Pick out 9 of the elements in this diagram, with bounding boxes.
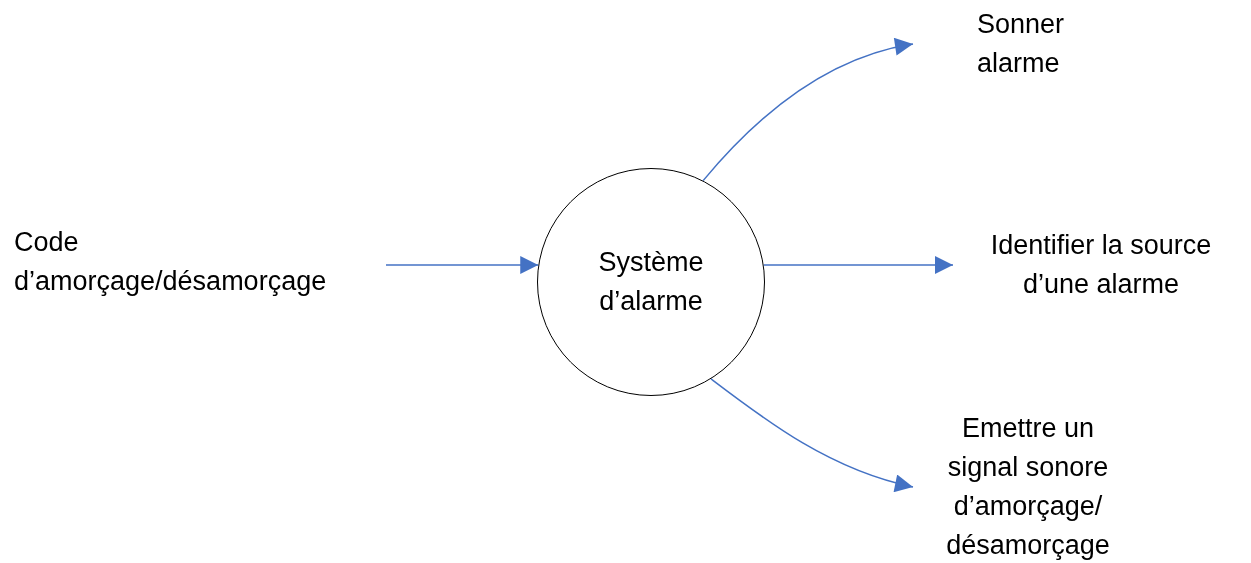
flow-arrow: [702, 38, 914, 182]
process-label: Système d’alarme: [597, 246, 705, 318]
flow-label: Sonner alarme: [977, 8, 1066, 80]
flow-label: Code d’amorçage/désamorçage: [14, 226, 328, 298]
flow-arrow: [763, 256, 954, 274]
flow-label: Emettre un signal sonore d’amorçage/ désamorçage: [945, 412, 1111, 562]
flow-arrow: [385, 256, 540, 274]
flow-arrow: [710, 378, 914, 492]
flow-label: Identifier la source d’une alarme: [989, 229, 1213, 301]
